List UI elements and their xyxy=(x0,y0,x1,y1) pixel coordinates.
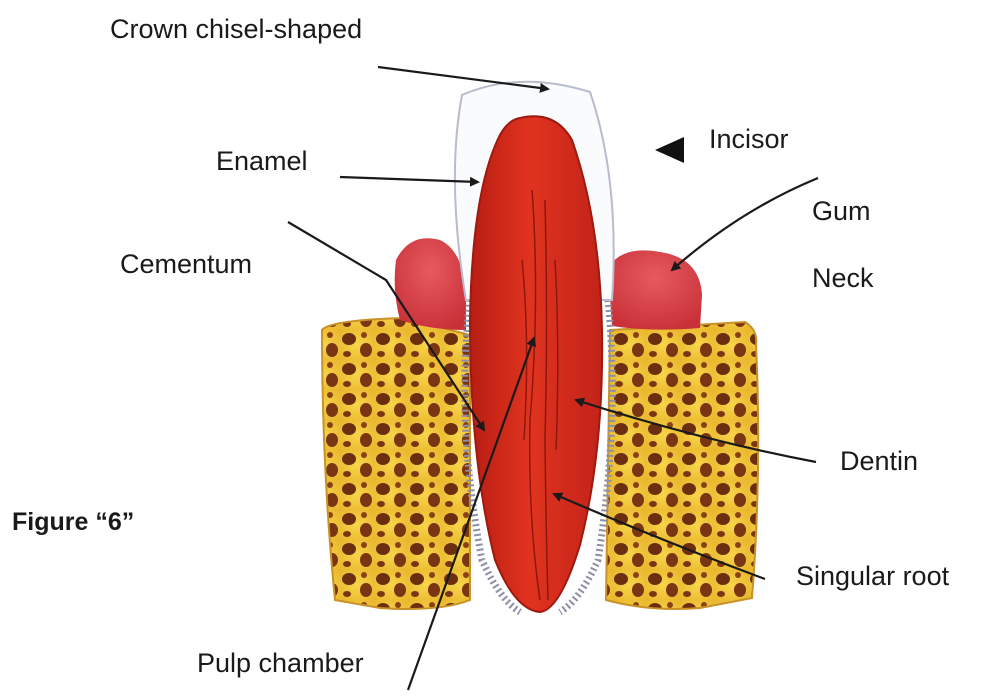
alveolar-bone-right xyxy=(606,322,758,609)
label-neck: Neck xyxy=(812,263,874,293)
label-incisor: Incisor xyxy=(709,124,789,154)
label-enamel: Enamel xyxy=(216,146,308,176)
gum-left xyxy=(395,238,466,330)
alveolar-bone-left xyxy=(322,318,470,609)
gum-leader xyxy=(672,178,818,270)
label-dentin: Dentin xyxy=(840,446,918,476)
incisor-marker-icon xyxy=(655,137,684,163)
gum-right xyxy=(608,250,702,329)
figure-caption: Figure “6” xyxy=(12,507,134,537)
tooth-body xyxy=(470,116,602,612)
label-singular-root: Singular root xyxy=(796,561,949,591)
crown-leader xyxy=(378,67,548,89)
label-gum: Gum xyxy=(812,196,871,226)
label-crown: Crown chisel-shaped xyxy=(110,14,362,44)
label-cementum: Cementum xyxy=(120,249,252,279)
label-pulp-chamber: Pulp chamber xyxy=(197,648,364,678)
